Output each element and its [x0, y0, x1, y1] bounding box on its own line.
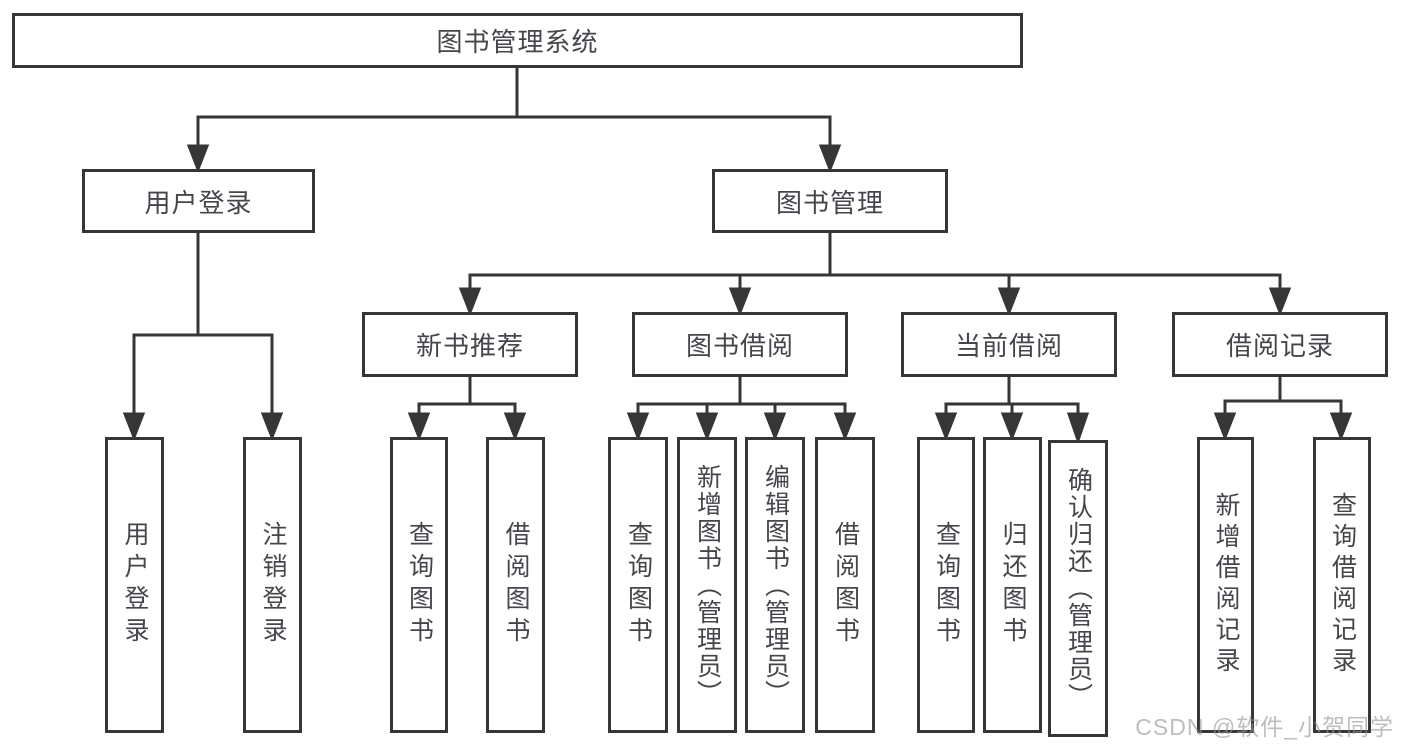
node-borrow-records: 借阅记录: [1172, 312, 1388, 377]
leaf-borrow-query-books: 查询图书: [608, 437, 668, 733]
node-book-management: 图书管理: [712, 169, 948, 233]
connector-book-borrow-children: [626, 377, 857, 442]
leaf-add-book-admin-label: 新增图书（管理员）: [693, 463, 722, 707]
connector-current-borrow-children: [934, 377, 1090, 445]
leaf-newbook-query-books: 查询图书: [390, 437, 448, 733]
leaf-logout-label: 注销登录: [259, 521, 287, 649]
leaf-return-books-label: 归还图书: [999, 521, 1027, 649]
leaf-user-login: 用户登录: [105, 437, 164, 733]
node-root-label: 图书管理系统: [436, 27, 599, 57]
connector-borrow-records-children: [1213, 377, 1353, 442]
csdn-watermark: CSDN @软件_小贺同学: [1135, 714, 1394, 740]
leaf-borrow-borrow-books: 借阅图书: [815, 437, 875, 733]
node-root-library-system: 图书管理系统: [12, 13, 1023, 68]
leaf-query-borrow-record-label: 查询借阅记录: [1328, 492, 1357, 678]
leaf-add-borrow-record: 新增借阅记录: [1197, 437, 1254, 733]
node-user-login: 用户登录: [82, 169, 315, 233]
leaf-query-borrow-record: 查询借阅记录: [1313, 437, 1371, 733]
leaf-current-query-books-label: 查询图书: [932, 521, 961, 649]
node-user-login-label: 用户登录: [144, 187, 253, 218]
leaf-newbook-borrow-books-label: 借阅图书: [502, 521, 530, 649]
leaf-newbook-query-books-label: 查询图书: [405, 521, 434, 649]
node-book-management-label: 图书管理: [775, 187, 884, 218]
leaf-newbook-borrow-books: 借阅图书: [486, 437, 545, 733]
leaf-edit-book-admin-label: 编辑图书（管理员）: [761, 463, 790, 707]
leaf-add-book-admin: 新增图书（管理员）: [677, 437, 737, 733]
leaf-edit-book-admin: 编辑图书（管理员）: [745, 437, 805, 733]
node-book-borrow: 图书借阅: [632, 312, 848, 377]
node-book-borrow-label: 图书借阅: [685, 331, 794, 361]
leaf-add-borrow-record-label: 新增借阅记录: [1212, 492, 1240, 678]
node-current-borrow-label: 当前借阅: [954, 331, 1063, 361]
connector-user-login-children: [122, 233, 284, 442]
leaf-current-query-books: 查询图书: [917, 437, 975, 733]
node-borrow-records-label: 借阅记录: [1225, 331, 1334, 361]
leaf-borrow-query-books-label: 查询图书: [624, 521, 653, 649]
leaf-confirm-return-admin-label: 确认归还（管理员）: [1064, 467, 1093, 710]
node-new-book-recommend: 新书推荐: [362, 312, 578, 377]
connector-root-to-level2: [186, 68, 842, 174]
leaf-confirm-return-admin: 确认归还（管理员）: [1048, 440, 1108, 737]
leaf-return-books: 归还图书: [983, 437, 1042, 733]
node-current-borrow: 当前借阅: [901, 312, 1117, 377]
connector-new-book-children: [407, 377, 527, 442]
leaf-borrow-borrow-books-label: 借阅图书: [831, 521, 860, 649]
connector-book-management-children: [458, 233, 1292, 317]
leaf-logout: 注销登录: [243, 437, 302, 733]
leaf-user-login-label: 用户登录: [121, 521, 149, 649]
node-new-book-recommend-label: 新书推荐: [415, 331, 524, 361]
